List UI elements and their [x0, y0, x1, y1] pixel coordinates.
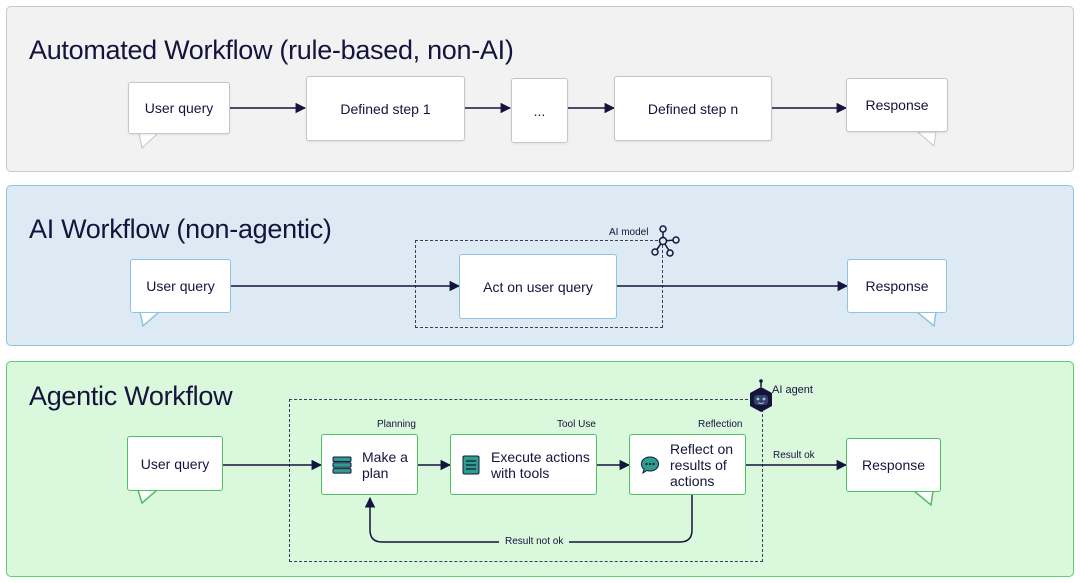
- execute-actions-line-2: with tools: [491, 464, 550, 481]
- ai-agent-boundary: [289, 399, 763, 562]
- stack-icon: [332, 456, 352, 474]
- make-a-plan-box: Make a plan: [321, 434, 418, 495]
- user-query-label: User query: [144, 100, 214, 116]
- tool-use-label: Tool Use: [557, 419, 596, 430]
- reflect-text: Reflect on results of actions: [670, 441, 733, 489]
- user-query-bubble-ai: User query: [130, 259, 231, 313]
- execute-actions-text: Execute actions with tools: [491, 449, 590, 481]
- defined-step-n-box: Defined step n: [614, 76, 772, 141]
- response-bubble-tail-1: [916, 131, 937, 147]
- make-a-plan-line-2: plan: [362, 464, 389, 481]
- reflect-line-3: actions: [670, 472, 715, 489]
- user-query-bubble-tail-2: [139, 311, 161, 328]
- chat-bubble-icon: [640, 455, 660, 474]
- agentic-workflow-title: Agentic Workflow: [29, 381, 233, 411]
- result-not-ok-label: Result not ok: [499, 536, 570, 547]
- ai-workflow-title: AI Workflow (non-agentic): [29, 214, 332, 244]
- result-ok-label: Result ok: [773, 450, 815, 461]
- response-bubble-tail-2: [914, 311, 937, 328]
- response-bubble-automated: Response: [846, 78, 948, 132]
- loop-result-not-ok: [364, 495, 693, 543]
- response-bubble-tail-3: [911, 490, 934, 507]
- act-on-user-query-box: Act on user query: [459, 254, 617, 319]
- ellipsis-box: ...: [511, 78, 568, 143]
- response-bubble-agentic: Response: [846, 438, 941, 492]
- user-query-bubble-agentic: User query: [127, 436, 223, 491]
- user-query-label: User query: [146, 278, 215, 294]
- defined-step-1-label: Defined step 1: [340, 100, 431, 117]
- planning-label: Planning: [377, 419, 416, 430]
- response-label: Response: [865, 97, 929, 113]
- reflect-line-2: results of: [670, 456, 727, 473]
- user-query-label: User query: [140, 455, 210, 472]
- ai-model-boundary: [415, 240, 663, 328]
- execute-actions-box: Execute actions with tools: [450, 434, 597, 495]
- execute-actions-line-1: Execute actions: [491, 448, 590, 465]
- ai-model-label: AI model: [609, 227, 649, 238]
- defined-step-1-box: Defined step 1: [306, 76, 465, 141]
- reflect-box: Reflect on results of actions: [629, 434, 746, 495]
- user-query-bubble-tail-3: [136, 489, 160, 505]
- response-bubble-ai: Response: [847, 259, 947, 313]
- make-a-plan-text: Make a plan: [362, 449, 408, 481]
- robot-icon: [750, 379, 772, 412]
- reflection-label: Reflection: [698, 419, 743, 430]
- response-label: Response: [861, 457, 926, 473]
- make-a-plan-line-1: Make a: [362, 448, 408, 465]
- defined-step-n-label: Defined step n: [647, 100, 739, 117]
- network-icon: [651, 225, 680, 257]
- user-query-bubble-tail-1: [138, 132, 160, 149]
- user-query-bubble-automated: User query: [128, 82, 230, 134]
- response-label: Response: [865, 278, 929, 294]
- reflect-line-1: Reflect on: [670, 440, 734, 457]
- act-on-user-query-label: Act on user query: [483, 278, 593, 295]
- document-icon: [462, 455, 480, 474]
- ai-agent-label: AI agent: [772, 384, 813, 396]
- ellipsis-label: ...: [533, 102, 546, 119]
- automated-workflow-title: Automated Workflow (rule-based, non-AI): [29, 35, 514, 65]
